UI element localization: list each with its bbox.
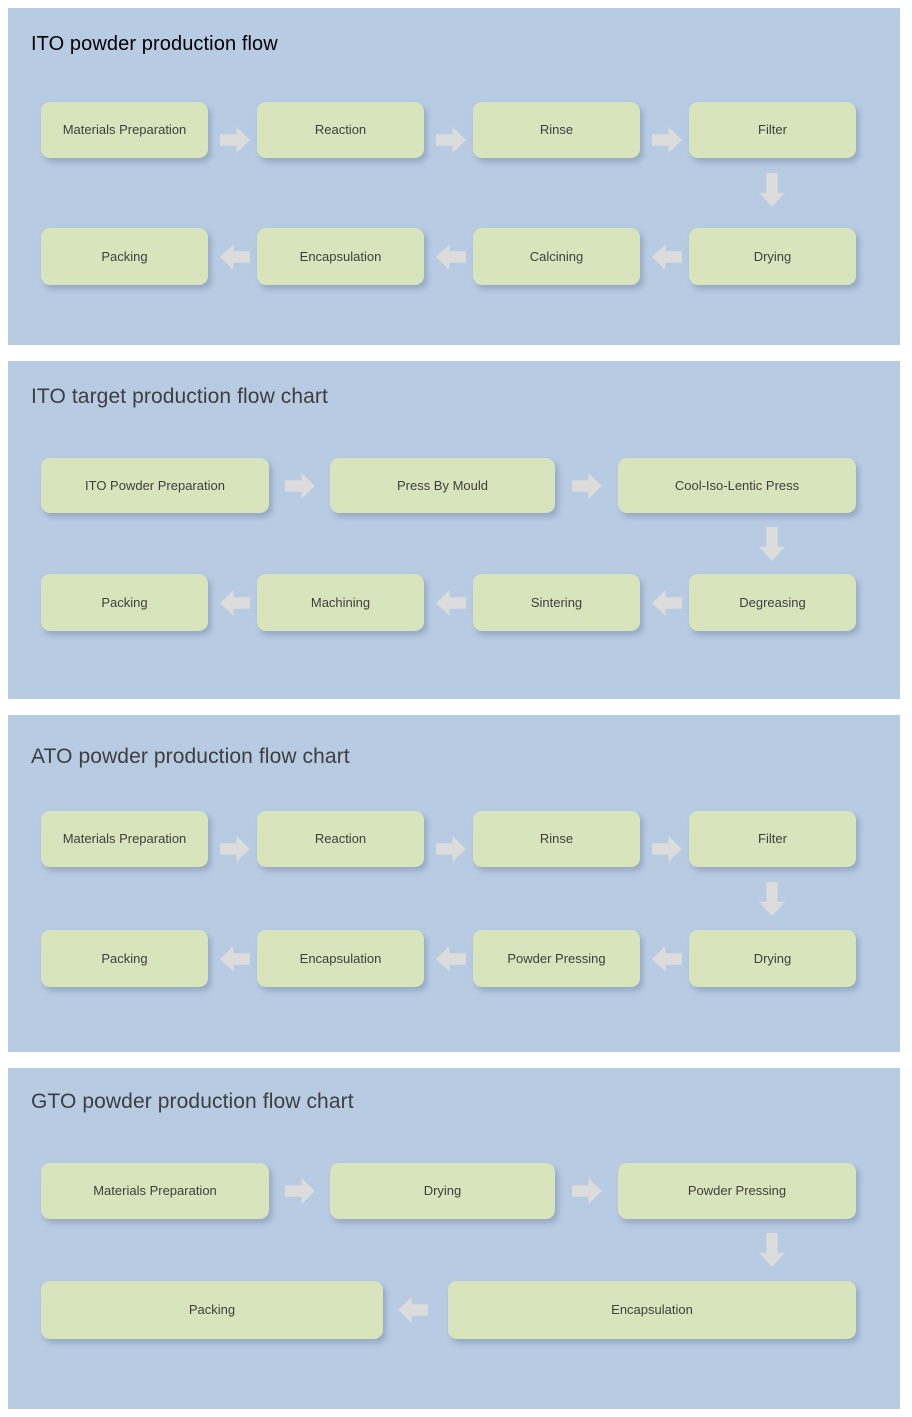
node-filter[interactable]: Filter — [689, 102, 856, 158]
node-encapsulation[interactable]: Encapsulation — [448, 1281, 856, 1339]
node-encapsulation[interactable]: Encapsulation — [257, 228, 424, 285]
right-arrow-icon — [652, 127, 682, 153]
right-arrow-icon — [285, 1178, 315, 1204]
node-materials-preparation[interactable]: Materials Preparation — [41, 811, 208, 867]
node-materials-preparation[interactable]: Materials Preparation — [41, 1163, 269, 1219]
node-packing[interactable]: Packing — [41, 574, 208, 631]
panel-ito-powder: ITO powder production flow Materials Pre… — [8, 8, 900, 345]
node-drying[interactable]: Drying — [689, 930, 856, 987]
panel-title-ato-powder: ATO powder production flow chart — [31, 745, 350, 768]
panel-title-gto-powder: GTO powder production flow chart — [31, 1090, 354, 1113]
left-arrow-icon — [220, 244, 250, 270]
node-rinse[interactable]: Rinse — [473, 102, 640, 158]
panel-title-ito-target: ITO target production flow chart — [31, 385, 328, 408]
node-materials-preparation[interactable]: Materials Preparation — [41, 102, 208, 158]
node-filter[interactable]: Filter — [689, 811, 856, 867]
left-arrow-icon — [436, 244, 466, 270]
node-drying[interactable]: Drying — [689, 228, 856, 285]
node-encapsulation[interactable]: Encapsulation — [257, 930, 424, 987]
right-arrow-icon — [652, 836, 682, 862]
left-arrow-icon — [652, 244, 682, 270]
node-reaction[interactable]: Reaction — [257, 102, 424, 158]
right-arrow-icon — [436, 127, 466, 153]
node-packing[interactable]: Packing — [41, 930, 208, 987]
node-calcining[interactable]: Calcining — [473, 228, 640, 285]
right-arrow-icon — [572, 1178, 602, 1204]
right-arrow-icon — [285, 473, 315, 499]
node-reaction[interactable]: Reaction — [257, 811, 424, 867]
node-rinse[interactable]: Rinse — [473, 811, 640, 867]
left-arrow-icon — [220, 946, 250, 972]
panel-ito-target: ITO target production flow chart ITO Pow… — [8, 361, 900, 699]
node-drying[interactable]: Drying — [330, 1163, 555, 1219]
down-arrow-icon — [759, 173, 785, 207]
down-arrow-icon — [759, 527, 785, 561]
node-cool-iso-lentic-press[interactable]: Cool-Iso-Lentic Press — [618, 458, 856, 513]
down-arrow-icon — [759, 882, 785, 916]
node-powder-pressing[interactable]: Powder Pressing — [618, 1163, 856, 1219]
right-arrow-icon — [572, 473, 602, 499]
node-machining[interactable]: Machining — [257, 574, 424, 631]
node-packing[interactable]: Packing — [41, 228, 208, 285]
node-ito-powder-preparation[interactable]: ITO Powder Preparation — [41, 458, 269, 513]
node-press-by-mould[interactable]: Press By Mould — [330, 458, 555, 513]
panel-gto-powder: GTO powder production flow chart Materia… — [8, 1068, 900, 1409]
right-arrow-icon — [220, 127, 250, 153]
node-packing[interactable]: Packing — [41, 1281, 383, 1339]
left-arrow-icon — [652, 590, 682, 616]
node-powder-pressing[interactable]: Powder Pressing — [473, 930, 640, 987]
left-arrow-icon — [436, 946, 466, 972]
node-sintering[interactable]: Sintering — [473, 574, 640, 631]
panel-title-ito-powder: ITO powder production flow — [31, 33, 278, 55]
left-arrow-icon — [652, 946, 682, 972]
left-arrow-icon — [220, 590, 250, 616]
left-arrow-icon — [398, 1297, 428, 1323]
right-arrow-icon — [436, 836, 466, 862]
left-arrow-icon — [436, 590, 466, 616]
node-degreasing[interactable]: Degreasing — [689, 574, 856, 631]
right-arrow-icon — [220, 836, 250, 862]
panel-ato-powder: ATO powder production flow chart Materia… — [8, 715, 900, 1052]
down-arrow-icon — [759, 1233, 785, 1267]
